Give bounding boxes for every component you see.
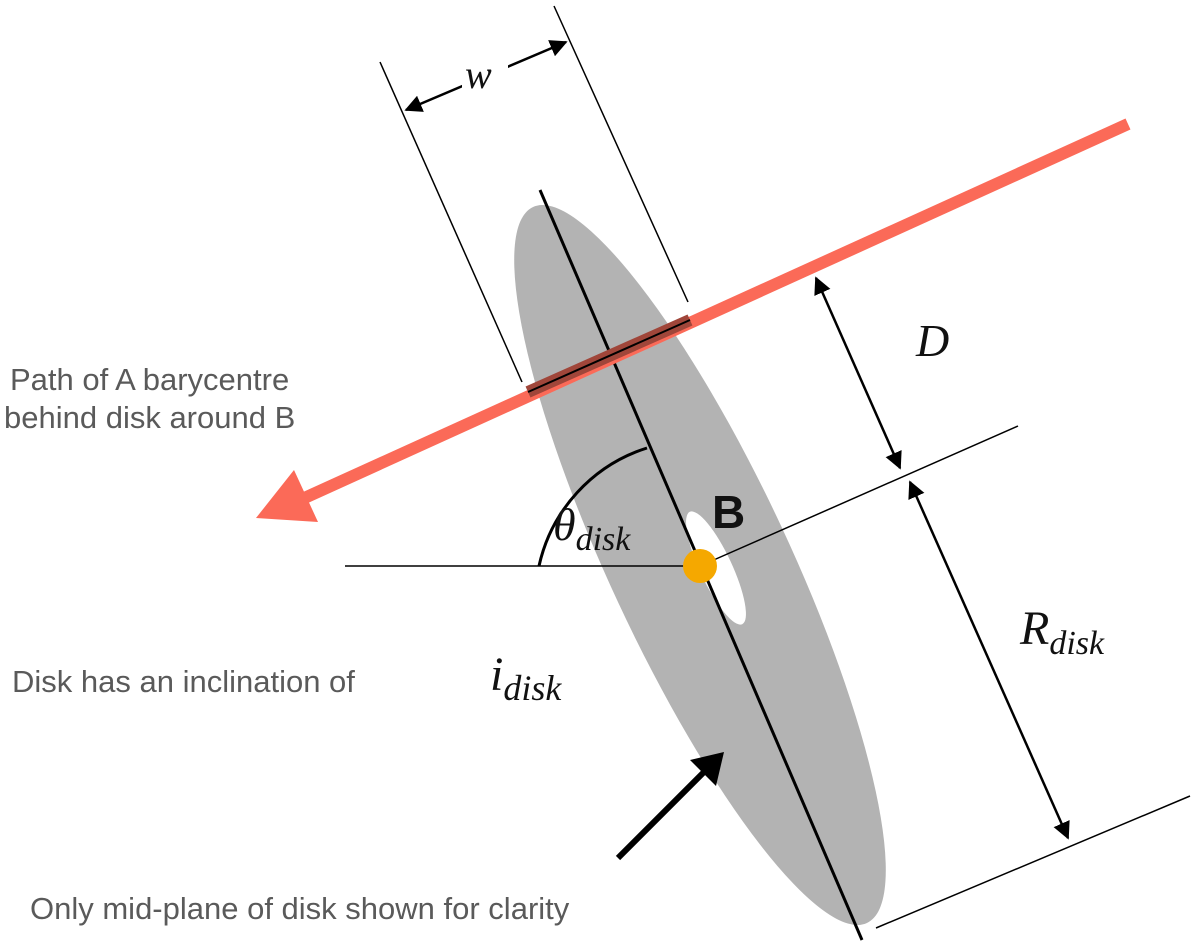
star-B	[683, 549, 717, 583]
inclination-symbol: idisk	[490, 648, 562, 708]
theta-angle-arc	[537, 446, 648, 567]
distance-D-arrow	[814, 276, 902, 470]
distance-D-label: D	[915, 315, 949, 366]
star-B-label: B	[712, 486, 745, 538]
midplane-pointer-line	[615, 769, 707, 861]
path-caption-line2: behind disk around B	[4, 400, 295, 435]
width-left-edge	[379, 61, 523, 383]
width-label-bg	[462, 52, 508, 96]
radius-R-main: R	[1019, 602, 1049, 655]
width-label: w	[465, 52, 492, 97]
inclination-caption: Disk has an inclination of	[12, 664, 355, 699]
path-caption-line1: Path of A barycentre	[10, 362, 289, 397]
theta-main: θ	[553, 499, 576, 550]
theta-disk-label: θdisk	[553, 499, 631, 558]
path-disk-chord	[527, 319, 691, 393]
barycentre-path-arrowhead	[256, 470, 318, 522]
center-perpendicular-line	[699, 425, 1019, 567]
midplane-caption: Only mid-plane of disk shown for clarity	[30, 891, 570, 926]
inclination-main: i	[490, 648, 503, 701]
radius-R-label: Rdisk	[1019, 602, 1105, 662]
width-right-edge	[553, 5, 689, 303]
radius-R-subscript: disk	[1049, 625, 1105, 662]
midplane-pointer-arrowhead	[690, 752, 724, 786]
inclination-subscript: disk	[503, 668, 562, 708]
outer-perpendicular-line	[875, 795, 1191, 929]
barycentre-path-line	[297, 118, 1131, 506]
radius-R-arrow	[908, 480, 1070, 840]
theta-subscript: disk	[576, 521, 632, 558]
